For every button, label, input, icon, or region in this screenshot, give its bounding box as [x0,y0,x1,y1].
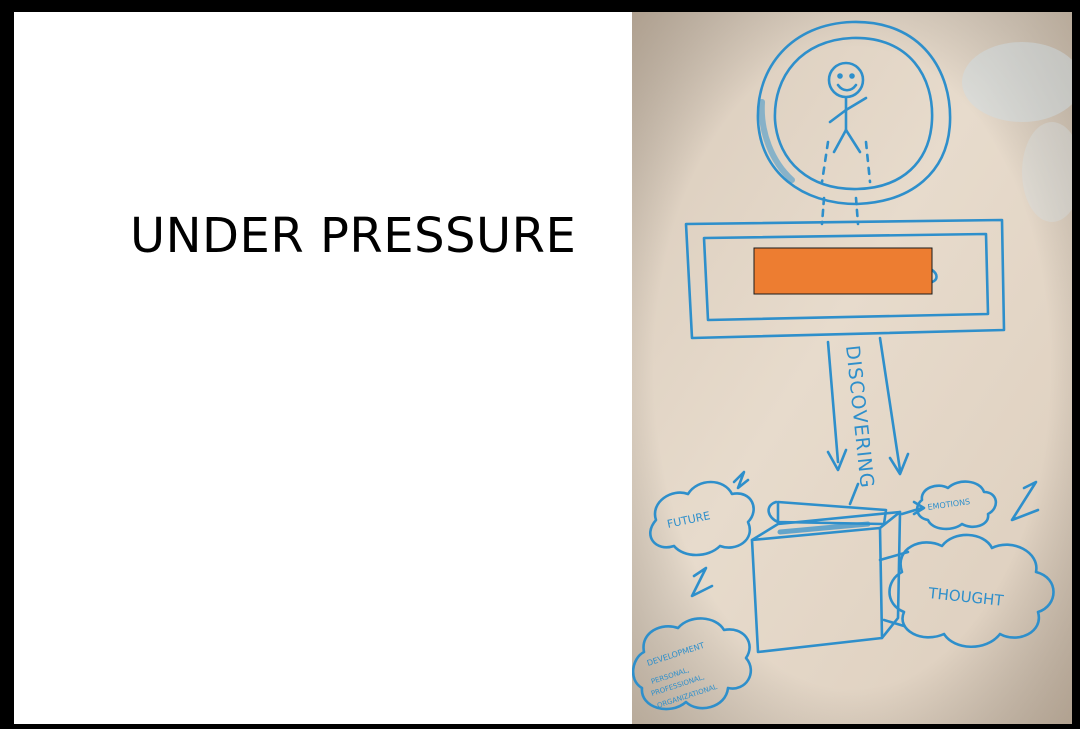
slide-text-panel: UNDER PRESSURE [14,12,632,724]
redaction-block [754,248,932,294]
whiteboard-sketch-photo: DISCOVERING FUTURE EMOTIONS THOUGHT DEVE… [632,12,1072,724]
slide: UNDER PRESSURE [14,12,1072,724]
slide-title: UNDER PRESSURE [130,208,576,264]
